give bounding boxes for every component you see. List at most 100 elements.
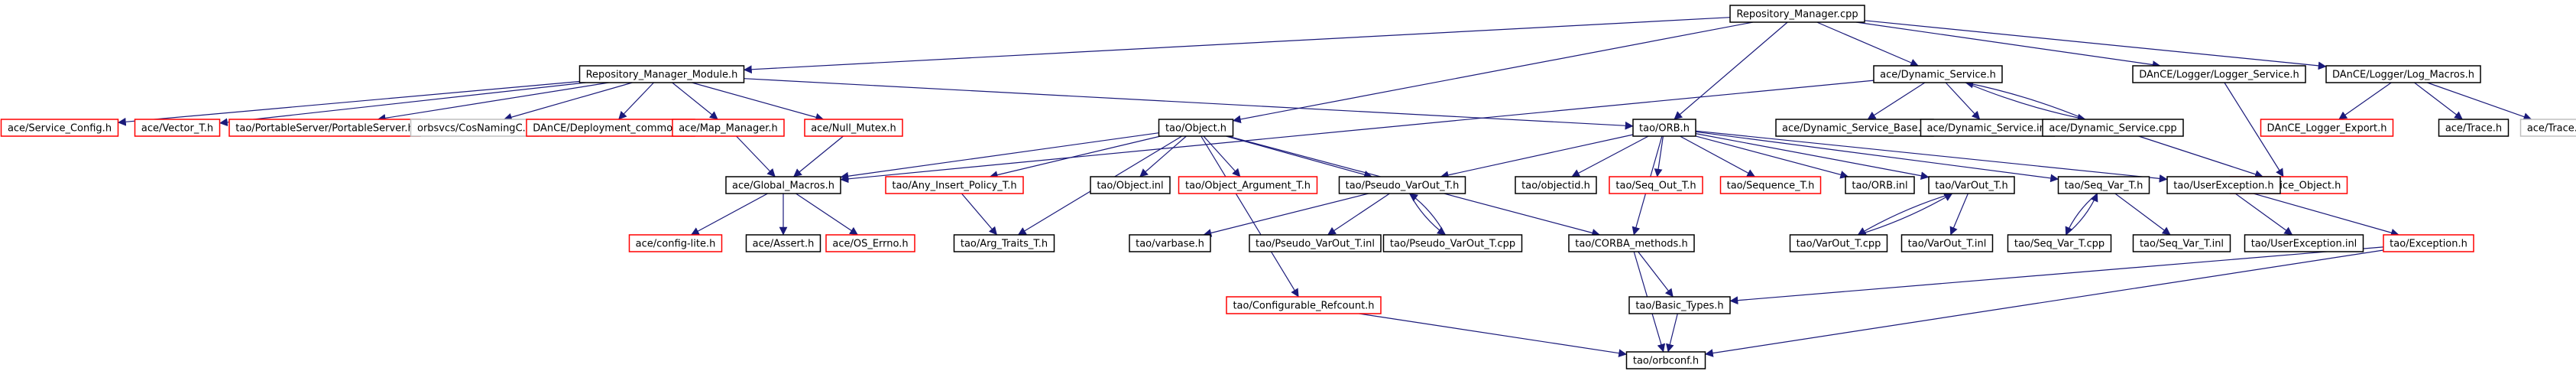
node-objectid[interactable]: tao/objectid.h	[1515, 176, 1597, 194]
node-log-macros[interactable]: DAnCE/Logger/Log_Macros.h	[2325, 65, 2481, 83]
node-seq-out[interactable]: tao/Seq_Out_T.h	[1609, 176, 1703, 194]
node-exception[interactable]: tao/Exception.h	[2383, 234, 2474, 252]
node-userexc[interactable]: tao/UserException.h	[2166, 176, 2281, 194]
node-box[interactable]	[1382, 234, 1523, 252]
node-obj-arg[interactable]: tao/Object_Argument_T.h	[1178, 176, 1318, 194]
node-box[interactable]	[2519, 119, 2576, 137]
node-box[interactable]	[1178, 176, 1318, 194]
node-dance-dep[interactable]: DAnCE/Deployment_common.h	[526, 119, 695, 137]
node-box[interactable]	[2132, 65, 2306, 83]
node-box[interactable]	[1632, 119, 1696, 137]
node-obj-h[interactable]: tao/Object.h	[1158, 119, 1234, 137]
node-os-errno[interactable]: ace/OS_Errno.h	[825, 234, 915, 252]
node-label: tao/Exception.h	[2390, 239, 2467, 250]
node-varout-cpp[interactable]: tao/VarOut_T.cpp	[1789, 234, 1888, 252]
node-logger-export[interactable]: DAnCE_Logger_Export.h	[2260, 119, 2394, 137]
node-box[interactable]	[1928, 176, 2015, 194]
node-box[interactable]	[0, 119, 119, 137]
edge-varout_h-to-varout_inl	[1949, 193, 1968, 236]
node-seqvar-cpp[interactable]: tao/Seq_Var_T.cpp	[2007, 234, 2112, 252]
node-trace-h[interactable]: ace/Trace.h	[2438, 119, 2510, 137]
node-box[interactable]	[1129, 234, 1211, 252]
node-dyn-base[interactable]: ace/Dynamic_Service_Base.h	[1775, 119, 1934, 137]
node-svc-cfg[interactable]: ace/Service_Config.h	[0, 119, 119, 137]
node-dyn-cpp[interactable]: ace/Dynamic_Service.cpp	[2042, 119, 2184, 137]
node-configurable[interactable]: tao/Configurable_Refcount.h	[1226, 296, 1382, 314]
node-box[interactable]	[134, 119, 221, 137]
node-any-insert[interactable]: tao/Any_Insert_Policy_T.h	[885, 176, 1024, 194]
node-assert-h[interactable]: ace/Assert.h	[745, 234, 821, 252]
node-corba-methods[interactable]: tao/CORBA_methods.h	[1568, 234, 1695, 252]
node-box[interactable]	[1515, 176, 1597, 194]
node-varout-h[interactable]: tao/VarOut_T.h	[1928, 176, 2015, 194]
node-box[interactable]	[2383, 234, 2474, 252]
node-box[interactable]	[1873, 65, 2003, 83]
node-box[interactable]	[2042, 119, 2184, 137]
node-box[interactable]	[2438, 119, 2510, 137]
node-box[interactable]	[2132, 234, 2231, 252]
node-box[interactable]	[1338, 176, 1466, 194]
node-glob-macros[interactable]: ace/Global_Macros.h	[725, 176, 841, 194]
node-box[interactable]	[2166, 176, 2281, 194]
node-repo-mod[interactable]: Repository_Manager_Module.h	[578, 65, 745, 83]
node-box[interactable]	[1158, 119, 1234, 137]
node-box[interactable]	[1226, 296, 1382, 314]
node-box[interactable]	[1090, 176, 1171, 194]
node-pseudo-inl[interactable]: tao/Pseudo_VarOut_T.inl	[1249, 234, 1382, 252]
node-logger-svc[interactable]: DAnCE/Logger/Logger_Service.h	[2132, 65, 2306, 83]
node-pseudo-h[interactable]: tao/Pseudo_VarOut_T.h	[1338, 176, 1466, 194]
node-box[interactable]	[1729, 5, 1865, 23]
node-orb-inl[interactable]: tao/ORB.inl	[1845, 176, 1915, 194]
node-repo-cpp[interactable]: Repository_Manager.cpp	[1729, 5, 1865, 23]
node-label: tao/varbase.h	[1136, 239, 1204, 250]
node-portable[interactable]: tao/PortableServer/PortableServer.h	[228, 119, 421, 137]
node-box[interactable]	[1719, 176, 1822, 194]
node-box[interactable]	[2057, 176, 2150, 194]
node-varout-inl[interactable]: tao/VarOut_T.inl	[1900, 234, 1994, 252]
node-box[interactable]	[628, 234, 723, 252]
node-seqvar-inl[interactable]: tao/Seq_Var_T.inl	[2132, 234, 2231, 252]
node-dyn-inl[interactable]: ace/Dynamic_Service.inl	[1920, 119, 2056, 137]
node-basic-types[interactable]: tao/Basic_Types.h	[1628, 296, 1731, 314]
node-box[interactable]	[1625, 351, 1706, 369]
node-box[interactable]	[1609, 176, 1703, 194]
node-box[interactable]	[2260, 119, 2394, 137]
node-userexc-inl[interactable]: tao/UserException.inl	[2244, 234, 2364, 252]
node-null-mutex[interactable]: ace/Null_Mutex.h	[804, 119, 903, 137]
node-box[interactable]	[2007, 234, 2112, 252]
node-box[interactable]	[1249, 234, 1382, 252]
node-box[interactable]	[1845, 176, 1915, 194]
node-dyn-svc[interactable]: ace/Dynamic_Service.h	[1873, 65, 2003, 83]
node-box[interactable]	[1789, 234, 1888, 252]
node-varbase[interactable]: tao/varbase.h	[1129, 234, 1211, 252]
node-arg-traits[interactable]: tao/Arg_Traits_T.h	[953, 234, 1055, 252]
node-box[interactable]	[672, 119, 785, 137]
node-orbconf[interactable]: tao/orbconf.h	[1625, 351, 1706, 369]
node-box[interactable]	[825, 234, 915, 252]
node-box[interactable]	[1628, 296, 1731, 314]
node-box[interactable]	[725, 176, 841, 194]
node-pseudo-cpp[interactable]: tao/Pseudo_VarOut_T.cpp	[1382, 234, 1523, 252]
node-config-lite[interactable]: ace/config-lite.h	[628, 234, 723, 252]
node-box[interactable]	[745, 234, 821, 252]
node-sequence[interactable]: tao/Sequence_T.h	[1719, 176, 1822, 194]
edge-orb_h-to-sequence	[1680, 135, 1756, 177]
node-vector-t[interactable]: ace/Vector_T.h	[134, 119, 221, 137]
node-obj-inl[interactable]: tao/Object.inl	[1090, 176, 1171, 194]
edge-repo_cpp-to-dyn_svc	[1816, 21, 1919, 67]
node-orb-h[interactable]: tao/ORB.h	[1632, 119, 1696, 137]
node-box[interactable]	[2325, 65, 2481, 83]
node-seqvar-h[interactable]: tao/Seq_Var_T.h	[2057, 176, 2150, 194]
node-box[interactable]	[1568, 234, 1695, 252]
node-box[interactable]	[1900, 234, 1994, 252]
node-trace-h2[interactable]: ace/Trace.h	[2519, 119, 2576, 137]
node-label: ace/Trace.h	[2527, 123, 2576, 135]
edge-userexc-to-exception	[2253, 193, 2399, 237]
node-box[interactable]	[953, 234, 1055, 252]
node-box[interactable]	[804, 119, 903, 137]
node-box[interactable]	[2244, 234, 2364, 252]
node-box[interactable]	[885, 176, 1024, 194]
node-box[interactable]	[578, 65, 745, 83]
node-map-mgr[interactable]: ace/Map_Manager.h	[672, 119, 785, 137]
node-cosnaming[interactable]: orbsvcs/CosNamingC.h	[410, 119, 540, 137]
